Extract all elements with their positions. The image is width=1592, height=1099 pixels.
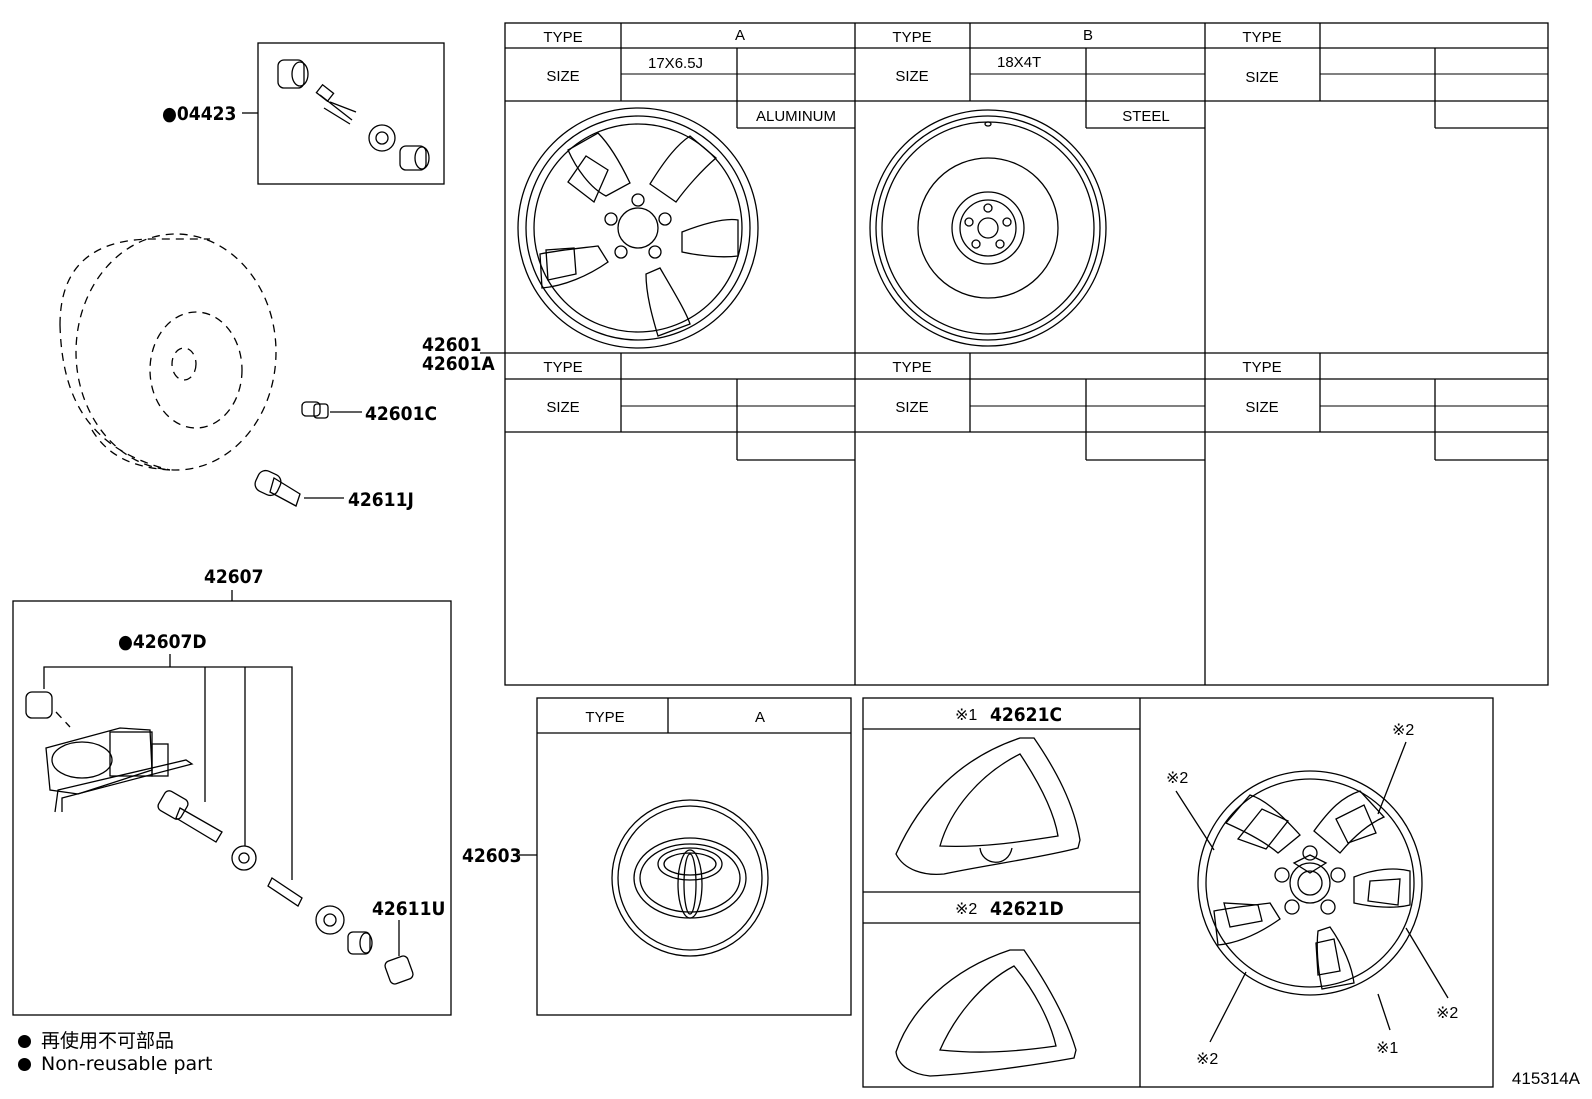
part-label-42621D[interactable]: 42621D (990, 898, 1064, 920)
type-label-b: TYPE (892, 29, 931, 46)
cap-piece-d-icon (895, 949, 1077, 1077)
type-label-a: TYPE (543, 29, 582, 46)
part-label-42621C[interactable]: 42621C (990, 704, 1062, 726)
cap-callout-ref-top: ※2 (1392, 722, 1414, 739)
size-label-f: SIZE (1245, 399, 1278, 416)
cap-ref-mark-1: ※1 (955, 707, 977, 724)
legend-en: Non-reusable part (18, 1053, 212, 1075)
type-label-d: TYPE (543, 359, 582, 376)
wheel-with-caps-icon (1197, 770, 1423, 996)
bullet-icon (18, 1035, 31, 1048)
part-label-42601C[interactable]: 42601C (365, 403, 437, 425)
cap-callout-ref-right: ※2 (1436, 1005, 1458, 1022)
center-ornament-group: TYPE A 42603 (462, 697, 852, 1016)
type-label-f: TYPE (1242, 359, 1281, 376)
legend-jp-text: 再使用不可部品 (41, 1030, 175, 1052)
sensor-box (12, 600, 452, 1016)
wheel-spec-table: TYPE A SIZE 17X6.5J ALUMINUM TYPE B SIZE… (422, 22, 1549, 686)
part-label-42601[interactable]: 42601 (422, 334, 481, 356)
part-label-42611U[interactable]: 42611U (372, 898, 445, 920)
cap-piece-c-icon (895, 737, 1081, 876)
type-label-e: TYPE (892, 359, 931, 376)
sensor-group: 42607 ●42607D 42611U (12, 566, 452, 1016)
aluminum-wheel-icon (517, 107, 759, 349)
valve-stem-group: 42611J (254, 469, 414, 511)
material-a: ALUMINUM (756, 108, 836, 125)
legend-en-text: Non-reusable part (41, 1053, 213, 1075)
cap-callout-ref-bottom-1: ※1 (1376, 1040, 1398, 1057)
valve-kit-parts-icon (277, 59, 430, 171)
size-label-a: SIZE (546, 68, 579, 85)
part-label-42603[interactable]: 42603 (462, 845, 521, 867)
part-label-04423[interactable]: ●04423 (162, 103, 236, 125)
material-b: STEEL (1122, 108, 1170, 125)
ornament-type-value: A (755, 709, 765, 726)
legend-jp: 再使用不可部品 (18, 1026, 174, 1053)
bullet-icon (18, 1058, 31, 1071)
type-value-a: A (735, 27, 745, 44)
part-label-42607[interactable]: 42607 (204, 566, 263, 588)
part-label-42607D[interactable]: ●42607D (118, 631, 207, 653)
size-value-a: 17X6.5J (648, 55, 703, 72)
part-label-42601A[interactable]: 42601A (422, 353, 495, 375)
type-value-b: B (1083, 27, 1093, 44)
size-label-d: SIZE (546, 399, 579, 416)
part-label-42611J[interactable]: 42611J (348, 489, 414, 511)
size-label-e: SIZE (895, 399, 928, 416)
tire-outline-icon (59, 233, 277, 471)
ornament-type-label: TYPE (585, 709, 624, 726)
type-label-c: TYPE (1242, 29, 1281, 46)
cap-callout-ref-bottom-2: ※2 (1196, 1051, 1218, 1068)
cap-ornament-group: ※1 42621C ※2 42621D (862, 697, 1494, 1088)
toyota-emblem-icon (611, 799, 769, 957)
cap-callout-ref-left: ※2 (1166, 770, 1188, 787)
size-label-c: SIZE (1245, 69, 1278, 86)
diagram-id: 415314A (1511, 1069, 1580, 1088)
valve-kit-group: ●04423 (162, 42, 445, 185)
steel-wheel-icon (869, 109, 1107, 347)
cap-ref-mark-2: ※2 (955, 901, 977, 918)
tpms-nut-group: 42601C (301, 401, 437, 425)
size-label-b: SIZE (895, 68, 928, 85)
size-value-b: 18X4T (997, 54, 1041, 71)
